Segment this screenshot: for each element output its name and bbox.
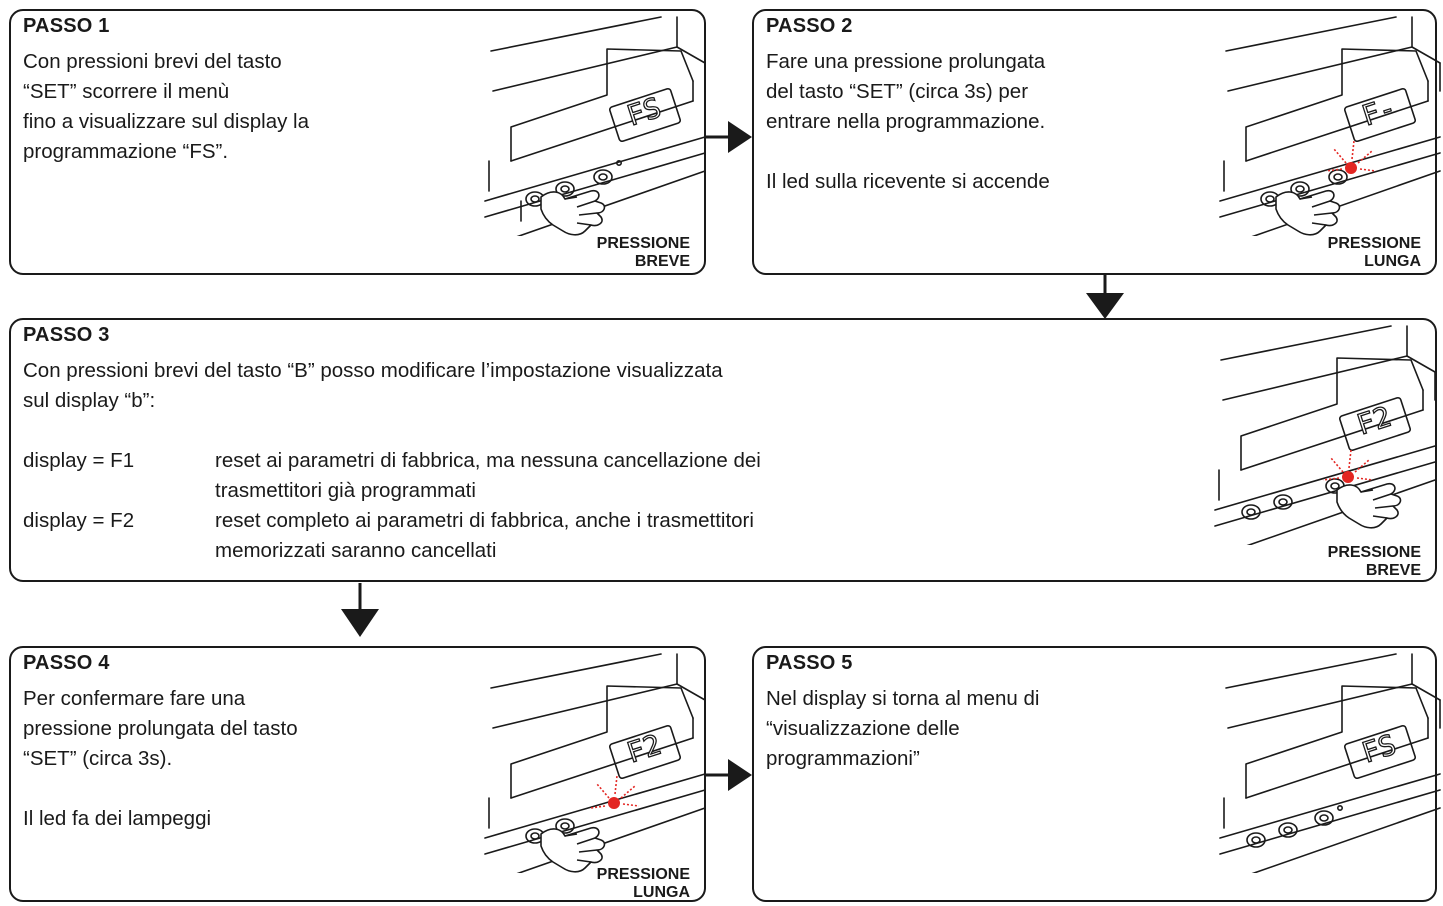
led-on-icon	[1325, 140, 1377, 174]
receiver-illustration: FS	[1216, 648, 1441, 881]
arrow-right-icon	[706, 121, 752, 153]
step-5-line: Nel display si torna al menu di	[766, 687, 1040, 710]
step-5-text: Nel display si torna al menu di “visuali…	[766, 684, 1186, 774]
receiver-illustration: F2	[1211, 320, 1436, 553]
option-key: display = F1	[23, 449, 135, 472]
step-2-line: del tasto “SET” (circa 3s) per	[766, 80, 1029, 103]
receiver-illustration: FS	[481, 11, 706, 244]
press-label: PRESSIONE LUNGA	[1328, 235, 1421, 271]
option-desc: reset completo ai parametri di fabbrica,…	[215, 506, 955, 566]
led-on-icon	[590, 775, 640, 809]
hand-icon	[1336, 482, 1402, 529]
option-row: display = F2 reset completo ai parametri…	[23, 506, 963, 566]
option-desc-line: memorizzati saranno cancellati	[215, 539, 497, 562]
step-5-panel: PASSO 5 Nel display si torna al menu di …	[752, 646, 1441, 902]
step-1-line: fino a visualizzare sul display la	[23, 110, 309, 133]
step-1-line: programmazione “FS”.	[23, 140, 229, 163]
step-5-line: “visualizzazione delle	[766, 717, 960, 740]
display-readout: FS	[623, 91, 665, 133]
step-2-panel: PASSO 2 Fare una pressione prolungata de…	[752, 9, 1441, 275]
hand-icon	[540, 826, 606, 873]
step-4-note: Il led fa dei lampeggi	[23, 807, 212, 830]
press-label: PRESSIONE LUNGA	[597, 866, 690, 902]
press-label-line: LUNGA	[633, 884, 690, 901]
receiver-drawing: F2	[1214, 325, 1436, 553]
step-5-line: programmazioni”	[766, 747, 920, 770]
step-1-title: PASSO 1	[23, 15, 110, 37]
press-label-line: PRESSIONE	[1327, 235, 1421, 252]
press-label-line: BREVE	[634, 253, 690, 270]
press-label: PRESSIONE BREVE	[1328, 544, 1421, 580]
receiver-drawing: FS	[484, 16, 706, 244]
step-2-note: Il led sulla ricevente si accende	[766, 170, 1050, 193]
step-1-text: Con pressioni brevi del tasto “SET” scor…	[23, 47, 443, 167]
display-readout: FS	[1358, 728, 1400, 770]
step-5-title: PASSO 5	[766, 652, 853, 674]
step-4-text: Per confermare fare una pressione prolun…	[23, 684, 443, 834]
step-3-line: sul display “b”:	[23, 389, 156, 412]
receiver-illustration: F2	[481, 648, 706, 881]
step-3-line: Con pressioni brevi del tasto “B” posso …	[23, 359, 723, 382]
step-4-line: “SET” (circa 3s).	[23, 747, 173, 770]
hand-icon	[1275, 189, 1341, 236]
arrow-down-icon	[1086, 275, 1124, 319]
press-label: PRESSIONE BREVE	[597, 235, 690, 271]
receiver-drawing: F2	[484, 653, 706, 881]
display-readout: F2	[1353, 400, 1395, 442]
arrow-right-icon	[706, 759, 752, 791]
option-row: display = F1 reset ai parametri di fabbr…	[23, 446, 963, 506]
press-label-line: BREVE	[1365, 562, 1421, 579]
hand-icon	[540, 189, 606, 236]
step-2-line: entrare nella programmazione.	[766, 110, 1046, 133]
step-3-title: PASSO 3	[23, 324, 110, 346]
step-1-panel: PASSO 1 Con pressioni brevi del tasto “S…	[9, 9, 706, 275]
option-key: display = F2	[23, 509, 135, 532]
receiver-drawing: F-	[1219, 16, 1441, 244]
step-4-line: pressione prolungata del tasto	[23, 717, 298, 740]
display-readout: F2	[623, 728, 665, 770]
step-1-line: “SET” scorrere il menù	[23, 80, 230, 103]
step-2-line: Fare una pressione prolungata	[766, 50, 1046, 73]
option-desc-line: reset ai parametri di fabbrica, ma nessu…	[215, 449, 761, 472]
led-on-icon	[1322, 449, 1374, 483]
press-label-line: PRESSIONE	[1327, 544, 1421, 561]
option-desc-line: trasmettitori già programmati	[215, 479, 476, 502]
press-label-line: PRESSIONE	[596, 235, 690, 252]
receiver-illustration: F-	[1216, 11, 1441, 244]
option-desc-line: reset completo ai parametri di fabbrica,…	[215, 509, 754, 532]
step-4-panel: PASSO 4 Per confermare fare una pression…	[9, 646, 706, 902]
step-4-line: Per confermare fare una	[23, 687, 246, 710]
option-desc: reset ai parametri di fabbrica, ma nessu…	[215, 446, 955, 506]
step-2-text: Fare una pressione prolungata del tasto …	[766, 47, 1186, 197]
display-readout: F-	[1358, 91, 1400, 133]
step-2-title: PASSO 2	[766, 15, 853, 37]
press-label-line: PRESSIONE	[596, 866, 690, 883]
step-3-text: Con pressioni brevi del tasto “B” posso …	[23, 356, 963, 566]
press-label-line: LUNGA	[1364, 253, 1421, 270]
step-3-panel: PASSO 3 Con pressioni brevi del tasto “B…	[9, 318, 1437, 582]
step-1-line: Con pressioni brevi del tasto	[23, 50, 282, 73]
arrow-down-icon	[341, 583, 379, 637]
receiver-drawing: FS	[1219, 653, 1441, 881]
step-4-title: PASSO 4	[23, 652, 110, 674]
